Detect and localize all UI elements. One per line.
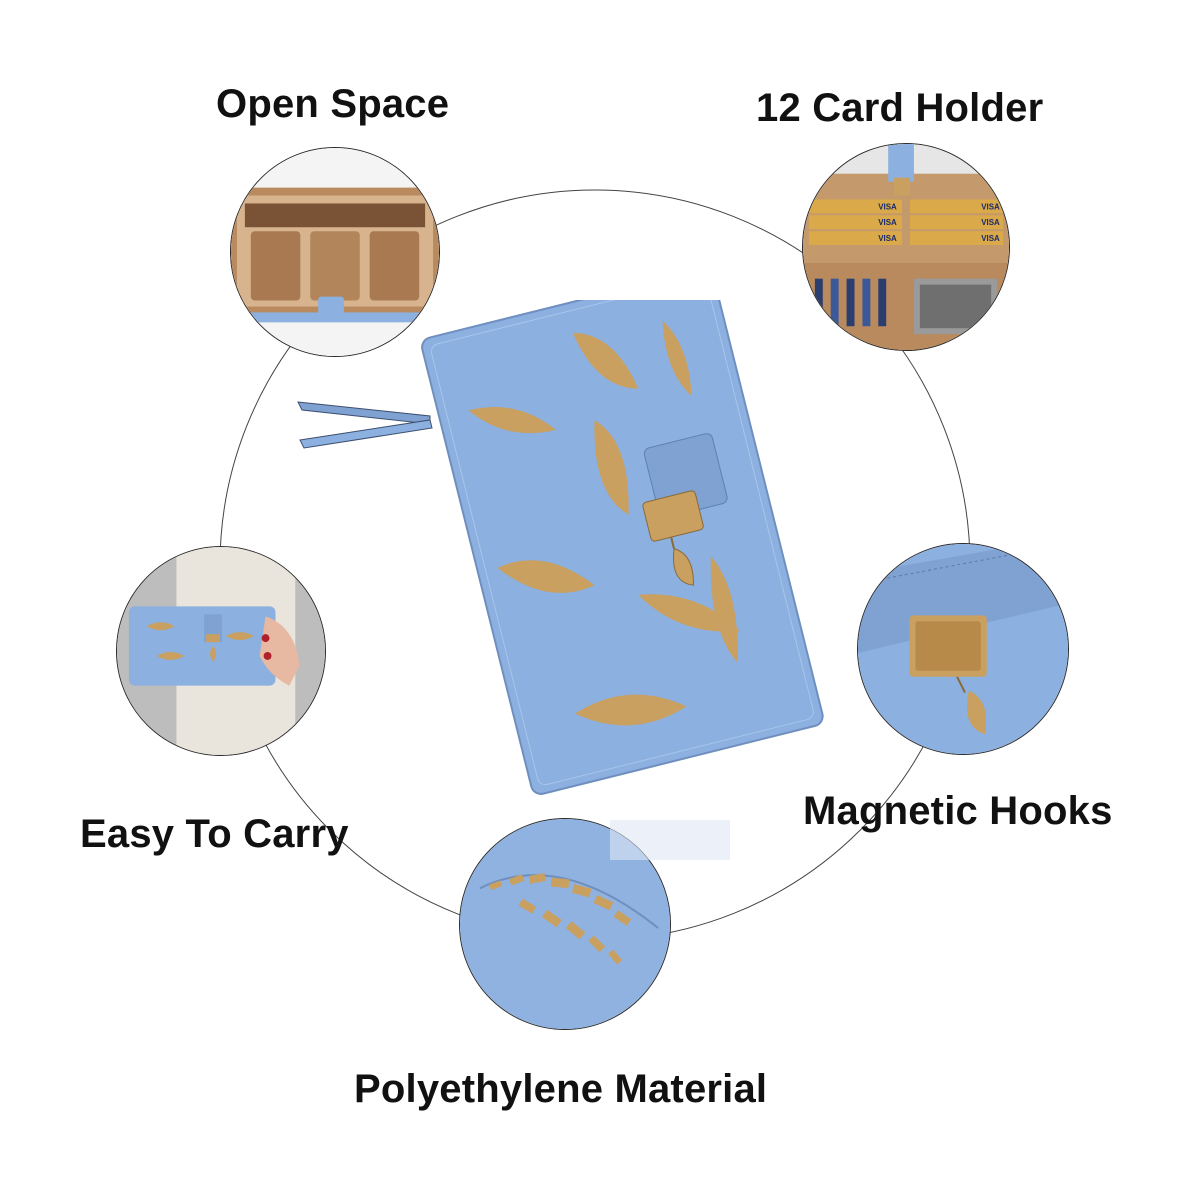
visa-card-text: VISA — [981, 218, 1000, 227]
visa-card-text: VISA — [878, 218, 897, 227]
magnetic-hooks-photo — [857, 543, 1069, 755]
open-space-label: Open Space — [216, 82, 450, 126]
card-holder-label: 12 Card Holder — [756, 86, 1044, 130]
visa-card-text: VISA — [981, 202, 1000, 211]
easy-carry-photo — [116, 546, 326, 756]
open-space-photo — [230, 147, 440, 357]
wallet-hero-image — [297, 300, 824, 860]
material-label: Polyethylene Material — [354, 1067, 768, 1111]
visa-card-text: VISA — [878, 202, 897, 211]
card-holder-photo: VISA VISA VISA VISA VISA VISA — [802, 143, 1010, 351]
easy-carry-label: Easy To Carry — [80, 812, 349, 856]
visa-card-text: VISA — [878, 234, 897, 243]
leaf-charm-icon — [672, 548, 694, 586]
visa-card-text: VISA — [981, 234, 1000, 243]
magnetic-hooks-label: Magnetic Hooks — [803, 789, 1113, 833]
